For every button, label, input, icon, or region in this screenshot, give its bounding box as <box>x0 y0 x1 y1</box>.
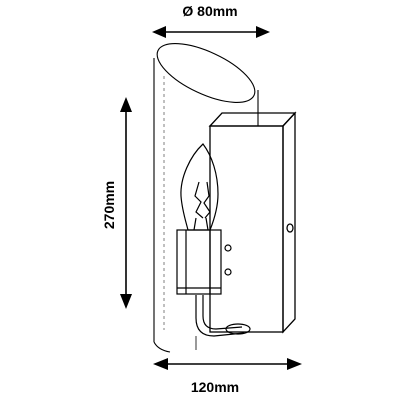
arrowhead-left <box>153 358 168 370</box>
depth-dimension: 120mm <box>153 358 302 395</box>
glass-shade <box>153 43 259 353</box>
shade-top-opening <box>156 43 256 103</box>
socket-screw-lower <box>224 268 232 276</box>
socket-screw-upper <box>224 244 232 252</box>
height-label: 270mm <box>101 181 117 229</box>
shade-bottom-curve <box>153 341 171 353</box>
wall-plate-front <box>209 125 284 333</box>
arrowhead-top <box>120 97 132 112</box>
bulb-filament <box>194 181 204 219</box>
wall-plate-side <box>282 111 296 334</box>
wall-plate <box>208 111 297 334</box>
bulb-filament <box>203 181 211 219</box>
arm-inner-curve <box>202 295 243 330</box>
candle-bulb <box>180 143 219 231</box>
arrowhead-bottom <box>120 294 132 309</box>
diameter-label: Ø 80mm <box>182 3 237 19</box>
arm-outer-curve <box>195 295 245 337</box>
arm-base-plate <box>225 323 251 335</box>
height-dimension: 270mm <box>101 97 132 309</box>
socket-block <box>176 229 232 295</box>
wall-plate-top <box>208 112 297 127</box>
bulb-wire <box>205 217 209 231</box>
arrowhead-left <box>152 26 166 38</box>
diameter-dimension: Ø 80mm <box>152 3 270 38</box>
socket-body <box>176 229 222 295</box>
bulb-glass <box>180 143 219 231</box>
depth-label: 120mm <box>191 379 239 395</box>
holder-arm <box>195 295 251 337</box>
bulb-wire <box>193 217 197 231</box>
arrowhead-right <box>287 358 302 370</box>
mounting-screw <box>286 223 294 233</box>
arrowhead-right <box>256 26 270 38</box>
